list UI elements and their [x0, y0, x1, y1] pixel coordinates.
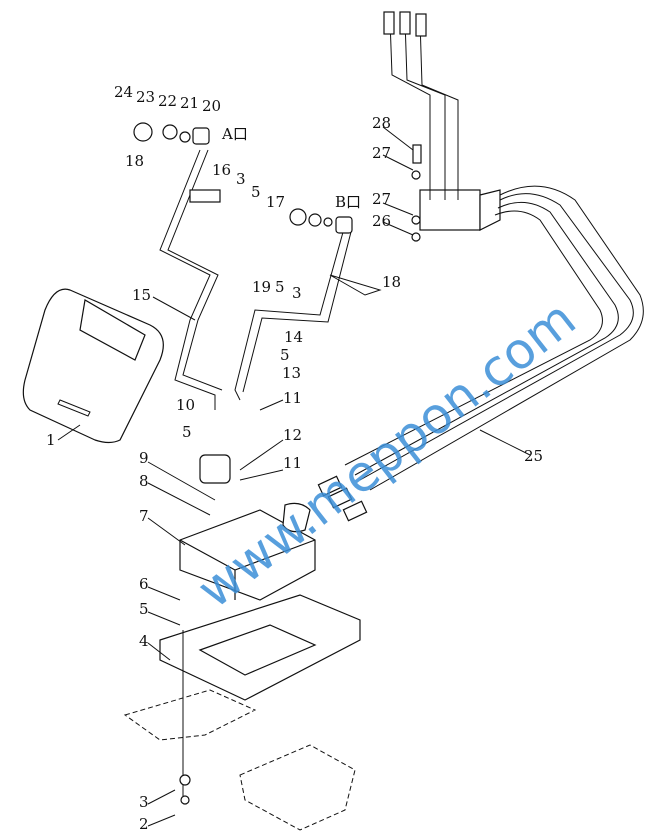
- callout-3: 3: [139, 793, 149, 811]
- hose-end-fittings: [317, 475, 368, 522]
- callout-23: 23: [136, 88, 155, 106]
- callout-labels: 24 23 22 21 20 18 16 3 5 17 19 5 3 18 15…: [46, 83, 543, 833]
- callout-11: 11: [283, 389, 302, 407]
- callout-28: 28: [372, 114, 391, 132]
- callout-9: 9: [139, 449, 149, 467]
- elbow-fitting: [199, 454, 231, 484]
- leader-lines: [57, 126, 531, 827]
- callout-20: 20: [202, 97, 221, 115]
- joystick-levers: [389, 19, 459, 200]
- elbow-fitting-side: [282, 502, 311, 533]
- callout-13: 13: [282, 364, 301, 382]
- callout-8: 8: [139, 472, 149, 490]
- callout-27: 27: [372, 144, 391, 162]
- port-a-fittings: [133, 122, 221, 203]
- lower-plates: [123, 689, 356, 831]
- mounting-plate: [159, 594, 361, 701]
- callout-2: 2: [139, 815, 149, 833]
- callout-18: 18: [382, 273, 401, 291]
- nut: [180, 795, 190, 805]
- lever-grips: [383, 11, 427, 242]
- steel-tube-b: [234, 224, 353, 401]
- callout-21: 21: [180, 94, 199, 112]
- callout-15: 15: [132, 286, 151, 304]
- cover-plate-slot: [57, 399, 91, 417]
- callout-12: 12: [283, 426, 302, 444]
- callout-7: 7: [139, 507, 149, 525]
- port-b-fittings: [289, 208, 382, 296]
- pilot-valve-body: [419, 189, 481, 231]
- washer: [179, 774, 191, 786]
- callout-5: 5: [251, 183, 261, 201]
- steel-tube-a: [159, 149, 223, 410]
- hydraulic-hoses: [344, 185, 644, 491]
- callout-3: 3: [236, 170, 246, 188]
- port-a-label: A口: [221, 125, 248, 143]
- callout-26: 26: [372, 212, 391, 230]
- callout-16: 16: [212, 161, 231, 179]
- callout-14: 14: [284, 328, 303, 346]
- callout-24: 24: [114, 83, 133, 101]
- callout-5: 5: [139, 600, 149, 618]
- callout-27: 27: [372, 190, 391, 208]
- callout-17: 17: [266, 193, 285, 211]
- callout-5: 5: [275, 278, 285, 296]
- callout-22: 22: [158, 92, 177, 110]
- callout-11: 11: [283, 454, 302, 472]
- callout-10: 10: [176, 396, 195, 414]
- callout-1: 1: [46, 431, 56, 449]
- callout-5: 5: [280, 346, 290, 364]
- multi-way-valve: [179, 509, 316, 601]
- cover-plate: [22, 288, 164, 444]
- callout-6: 6: [139, 575, 149, 593]
- port-b-label: B口: [335, 193, 361, 211]
- callout-3: 3: [292, 284, 302, 302]
- callout-18: 18: [125, 152, 144, 170]
- callout-25: 25: [524, 447, 543, 465]
- callout-4: 4: [139, 632, 149, 650]
- callout-19: 19: [252, 278, 271, 296]
- callout-5: 5: [182, 423, 192, 441]
